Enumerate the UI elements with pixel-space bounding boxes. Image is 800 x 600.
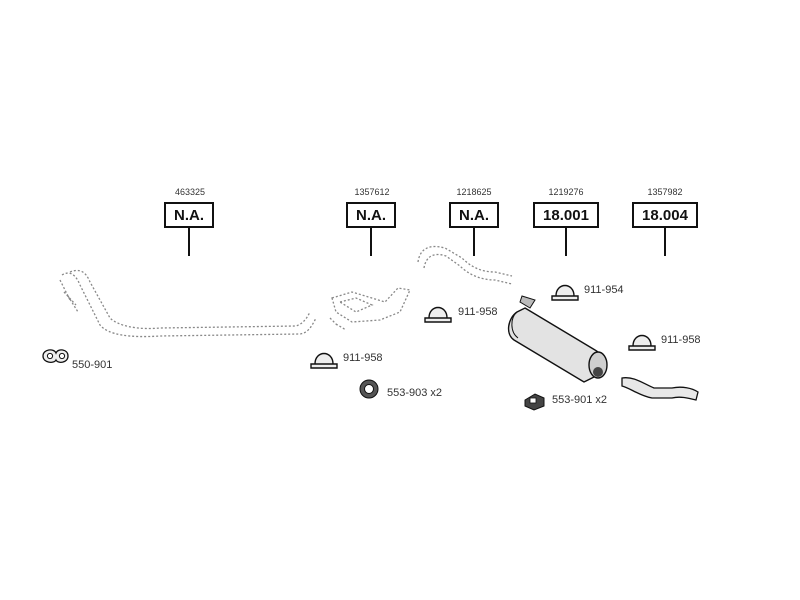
- callout-leader-line: [473, 228, 475, 256]
- part-label-clamp: 911-958: [661, 334, 701, 346]
- part-label-rubber-mount: 553-901 x2: [552, 394, 608, 406]
- gasket-icon: [42, 349, 69, 363]
- tail-pipe: [621, 377, 699, 401]
- callout-code-box: 18.004: [632, 202, 698, 228]
- part-label-rubber-ring: 553-903 x2: [387, 387, 443, 399]
- callout-code-box: N.A.: [449, 202, 499, 228]
- callout-code-box: N.A.: [346, 202, 396, 228]
- callout-ref-number: 1357612: [354, 187, 390, 197]
- callout-ref-number: 1219276: [548, 187, 584, 197]
- part-label-gasket: 550-901: [72, 359, 113, 371]
- callout-leader-line: [664, 228, 666, 256]
- part-label-clamp: 911-954: [584, 284, 624, 296]
- rear-silencer: [507, 295, 608, 383]
- callout-ref-number: 1218625: [456, 187, 492, 197]
- rubber-ring-icon: [359, 379, 379, 399]
- clamp-icon: [310, 284, 656, 369]
- callout-leader-line: [565, 228, 567, 256]
- part-label-clamp: 911-958: [458, 306, 498, 318]
- part-label-clamp: 911-958: [343, 352, 383, 364]
- callout-leader-line: [188, 228, 190, 256]
- callout-ref-number: 463325: [174, 187, 206, 197]
- intermediate-pipe-dotted: [417, 245, 513, 285]
- front-pipe-dotted: [59, 269, 317, 338]
- callout-code-box: N.A.: [164, 202, 214, 228]
- callout-ref-number: 1357982: [647, 187, 683, 197]
- center-silencer-dotted: [329, 287, 411, 331]
- rubber-mount-icon: [524, 393, 545, 411]
- callout-code-box: 18.001: [533, 202, 599, 228]
- callout-leader-line: [370, 228, 372, 256]
